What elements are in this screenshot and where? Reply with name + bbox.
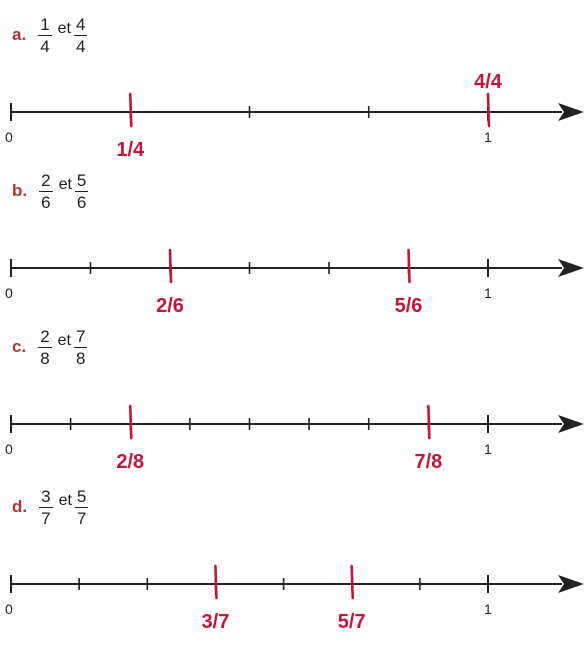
- conjunction-text: et: [58, 176, 72, 193]
- fraction-denominator: 8: [40, 348, 50, 368]
- fraction-marker: [128, 404, 133, 440]
- fraction-marker-label: 5/6: [395, 295, 423, 317]
- fraction-numerator: 4: [74, 14, 88, 36]
- end-label: 1: [484, 285, 492, 301]
- fraction-second: 5 7: [74, 486, 89, 528]
- fraction-first: 2 6: [39, 170, 53, 212]
- exercise-heading: c. 2 8 et 7 8: [12, 324, 88, 370]
- fraction-denominator: 7: [41, 508, 51, 528]
- fraction-denominator: 4: [76, 36, 86, 56]
- arrow-head-icon: [558, 103, 584, 121]
- fraction-denominator: 4: [40, 36, 50, 56]
- fraction-marker-label: 2/6: [156, 295, 184, 317]
- fraction-marker-label: 5/7: [338, 611, 366, 633]
- start-label: 0: [5, 129, 13, 145]
- arrow-head-icon: [558, 575, 584, 593]
- fraction-numerator: 3: [39, 486, 53, 508]
- fraction-marker: [214, 564, 218, 600]
- start-label: 0: [5, 285, 13, 301]
- exercise-letter: a.: [12, 25, 27, 44]
- fraction-second: 4 4: [74, 14, 88, 56]
- fraction-numerator: 1: [38, 14, 52, 36]
- conjunction-text: et: [58, 492, 72, 509]
- fraction-numerator: 2: [38, 326, 52, 348]
- arrow-head-icon: [558, 415, 584, 433]
- fraction-denominator: 7: [76, 508, 87, 528]
- fraction-numerator: 5: [74, 170, 89, 192]
- exercise-heading: a. 1 4 et 4 4: [12, 12, 88, 58]
- end-label: 1: [484, 601, 492, 617]
- conjunction-text: et: [57, 332, 71, 349]
- exercise-heading: d. 3 7 et 5 7: [12, 484, 89, 530]
- start-label: 0: [5, 441, 13, 457]
- conjunction-text: et: [57, 20, 71, 37]
- fraction-marker: [128, 92, 133, 128]
- fraction-denominator: 8: [76, 348, 86, 368]
- fraction-marker: [350, 564, 355, 600]
- number-line: 0 1 3/7 5/7: [5, 564, 584, 633]
- end-label: 1: [484, 441, 492, 457]
- number-line: 0 1 1/4 4/4: [5, 71, 584, 161]
- fraction-marker-label: 7/8: [414, 451, 442, 473]
- exercise-heading: b. 2 6 et 5 6: [12, 168, 89, 214]
- fraction-marker: [427, 404, 431, 440]
- exercise-letter: d.: [12, 497, 28, 516]
- fraction-numerator: 5: [74, 486, 89, 508]
- fraction-denominator: 6: [76, 192, 87, 212]
- fraction-denominator: 6: [41, 192, 51, 212]
- exercise-letter: c.: [12, 337, 27, 356]
- number-line: 0 1 2/8 7/8: [5, 404, 584, 473]
- fraction-marker: [168, 248, 173, 284]
- exercise-letter: b.: [12, 181, 28, 200]
- fraction-marker: [407, 248, 411, 284]
- fraction-marker: [486, 92, 491, 128]
- fraction-marker-label: 2/8: [116, 451, 144, 473]
- fraction-numerator: 2: [39, 170, 53, 192]
- fraction-first: 3 7: [39, 486, 53, 528]
- fraction-first: 2 8: [38, 326, 52, 368]
- start-label: 0: [5, 601, 13, 617]
- fraction-numerator: 7: [74, 326, 88, 348]
- fraction-marker-label: 4/4: [474, 71, 503, 93]
- fraction-second: 7 8: [74, 326, 88, 368]
- number-line: 0 1 2/6 5/6: [5, 248, 584, 317]
- arrow-head-icon: [558, 259, 584, 277]
- fraction-first: 1 4: [38, 14, 52, 56]
- fraction-marker-label: 3/7: [202, 611, 230, 633]
- fraction-second: 5 6: [74, 170, 89, 212]
- fraction-marker-label: 1/4: [116, 139, 145, 161]
- end-label: 1: [484, 129, 492, 145]
